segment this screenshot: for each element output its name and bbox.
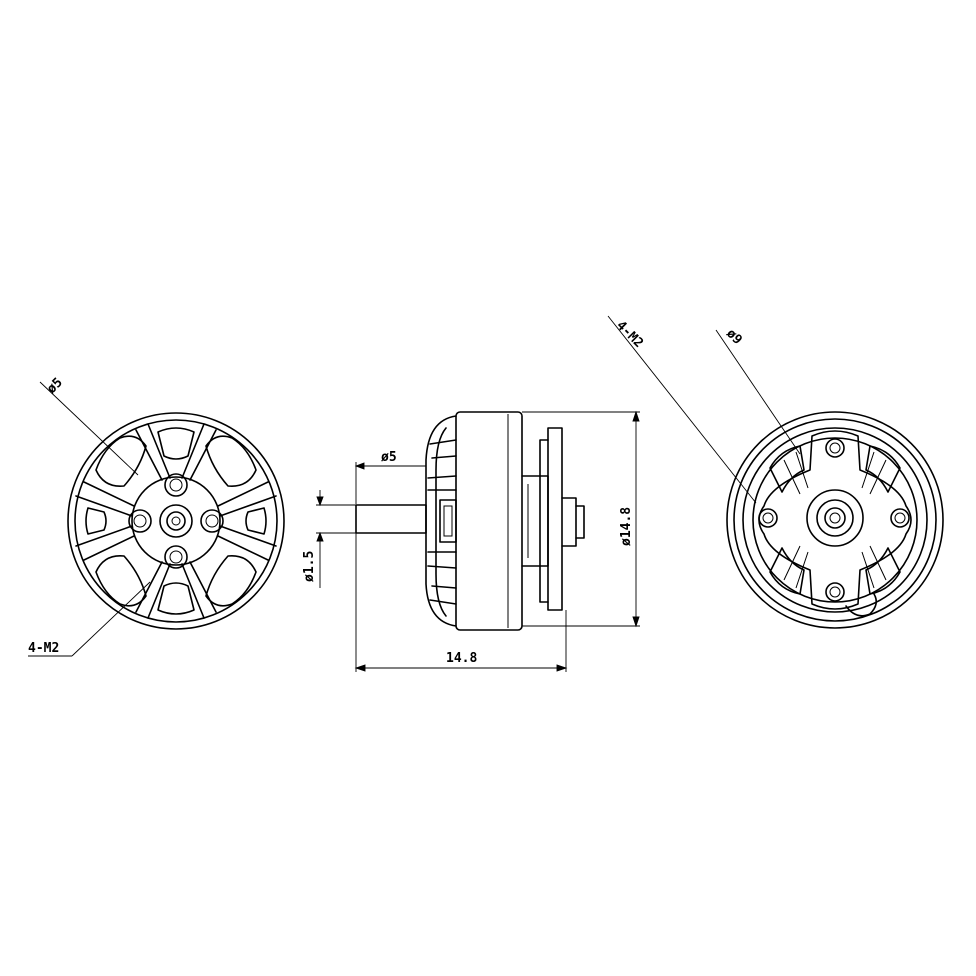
front-hole-top <box>164 473 188 497</box>
front-shaft-boss <box>159 504 193 538</box>
rear-bearing <box>816 499 854 537</box>
side-rear-boss <box>561 497 577 547</box>
rear-rim-3 <box>742 427 928 613</box>
rear-shaft-hole <box>824 507 846 529</box>
front-screw-label: 4-M2 <box>28 641 59 656</box>
rear-bearing-housing <box>806 489 864 547</box>
front-hole-bottom <box>164 545 188 569</box>
rear-stator-ring <box>752 437 918 603</box>
side-shaft-small-label: ø1.5 <box>302 551 317 582</box>
side-bell-cap <box>425 415 457 627</box>
front-hole-right <box>200 509 224 533</box>
side-dimensions <box>316 410 640 672</box>
front-windows <box>85 427 267 615</box>
rear-view <box>607 315 944 629</box>
side-view <box>355 411 585 631</box>
front-hole-left <box>128 509 152 533</box>
side-shaft <box>355 504 427 534</box>
side-vents <box>427 439 457 605</box>
side-bell-cap-inner <box>435 427 447 617</box>
side-bell-body <box>455 411 523 631</box>
front-view <box>28 381 285 657</box>
front-dia-leader <box>39 381 139 476</box>
front-shaft-center <box>171 516 181 526</box>
front-outer-rim <box>67 412 285 630</box>
front-inner-rim <box>74 419 278 623</box>
rear-dia-leader <box>715 329 801 455</box>
rear-screw-leader <box>607 315 757 504</box>
front-hub-ring <box>131 476 221 566</box>
side-length-label: 14.8 <box>446 651 477 666</box>
rear-screw-label: 4-M2 <box>613 318 646 351</box>
front-spokes <box>75 423 277 619</box>
rear-coil-windows <box>769 445 901 595</box>
side-body-dia-label: ø14.8 <box>619 507 634 546</box>
rear-wire-notch <box>845 593 878 617</box>
side-base-ring <box>521 475 549 567</box>
front-dia-label: ø5 <box>44 375 66 397</box>
front-screw-leader <box>71 581 151 657</box>
side-rear-nub <box>575 505 585 539</box>
front-shaft-hole <box>166 511 186 531</box>
rear-rim-2 <box>733 418 937 622</box>
side-base-plate <box>547 427 563 611</box>
side-shaft-dia-label: ø5 <box>381 450 397 465</box>
rear-mounting-holes <box>758 438 910 602</box>
rear-outer-rim <box>726 411 944 629</box>
side-vent-window <box>439 499 457 543</box>
front-mounting-holes <box>128 473 224 569</box>
